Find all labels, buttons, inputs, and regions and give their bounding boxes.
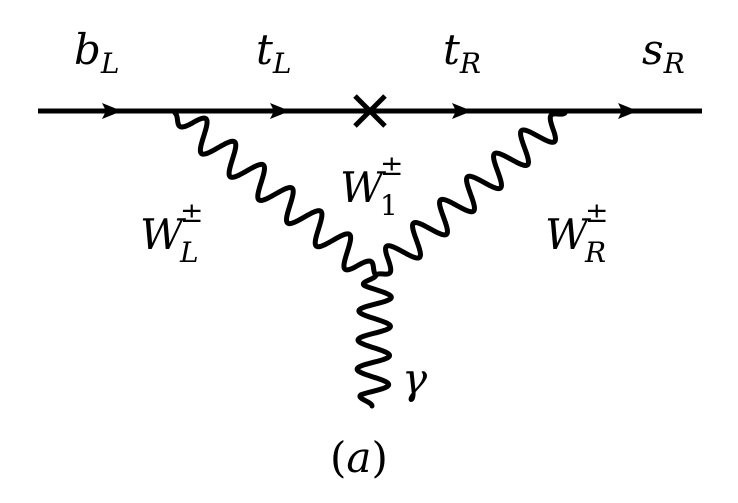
label-w-1: W ± 1 bbox=[340, 149, 403, 222]
svg-text:1: 1 bbox=[380, 189, 398, 222]
label-w-l: W ± L bbox=[140, 196, 203, 269]
caption: (a) bbox=[330, 433, 388, 482]
arrow-b bbox=[102, 103, 122, 119]
svg-text:±: ± bbox=[380, 149, 403, 182]
photon-wavy-line bbox=[354, 272, 394, 409]
w-right-wavy-line bbox=[373, 110, 568, 278]
arrow-s bbox=[618, 103, 638, 119]
svg-text:R: R bbox=[584, 236, 606, 269]
svg-text:W: W bbox=[140, 210, 187, 259]
label-b-l: bL bbox=[74, 25, 119, 80]
arrow-tl bbox=[270, 103, 290, 119]
w-left-wavy-line bbox=[172, 110, 379, 278]
label-t-l: tL bbox=[256, 25, 291, 80]
label-t-r: tR bbox=[443, 25, 481, 80]
svg-text:W: W bbox=[545, 210, 592, 259]
label-s-r: sR bbox=[642, 25, 685, 80]
label-photon: γ bbox=[402, 354, 428, 403]
svg-text:±: ± bbox=[180, 196, 203, 229]
label-w-r: W ± R bbox=[545, 196, 608, 269]
svg-text:L: L bbox=[179, 236, 199, 269]
svg-text:±: ± bbox=[585, 196, 608, 229]
svg-text:W: W bbox=[340, 163, 387, 212]
mass-insertion-cross bbox=[353, 94, 387, 128]
arrow-tr bbox=[452, 103, 472, 119]
